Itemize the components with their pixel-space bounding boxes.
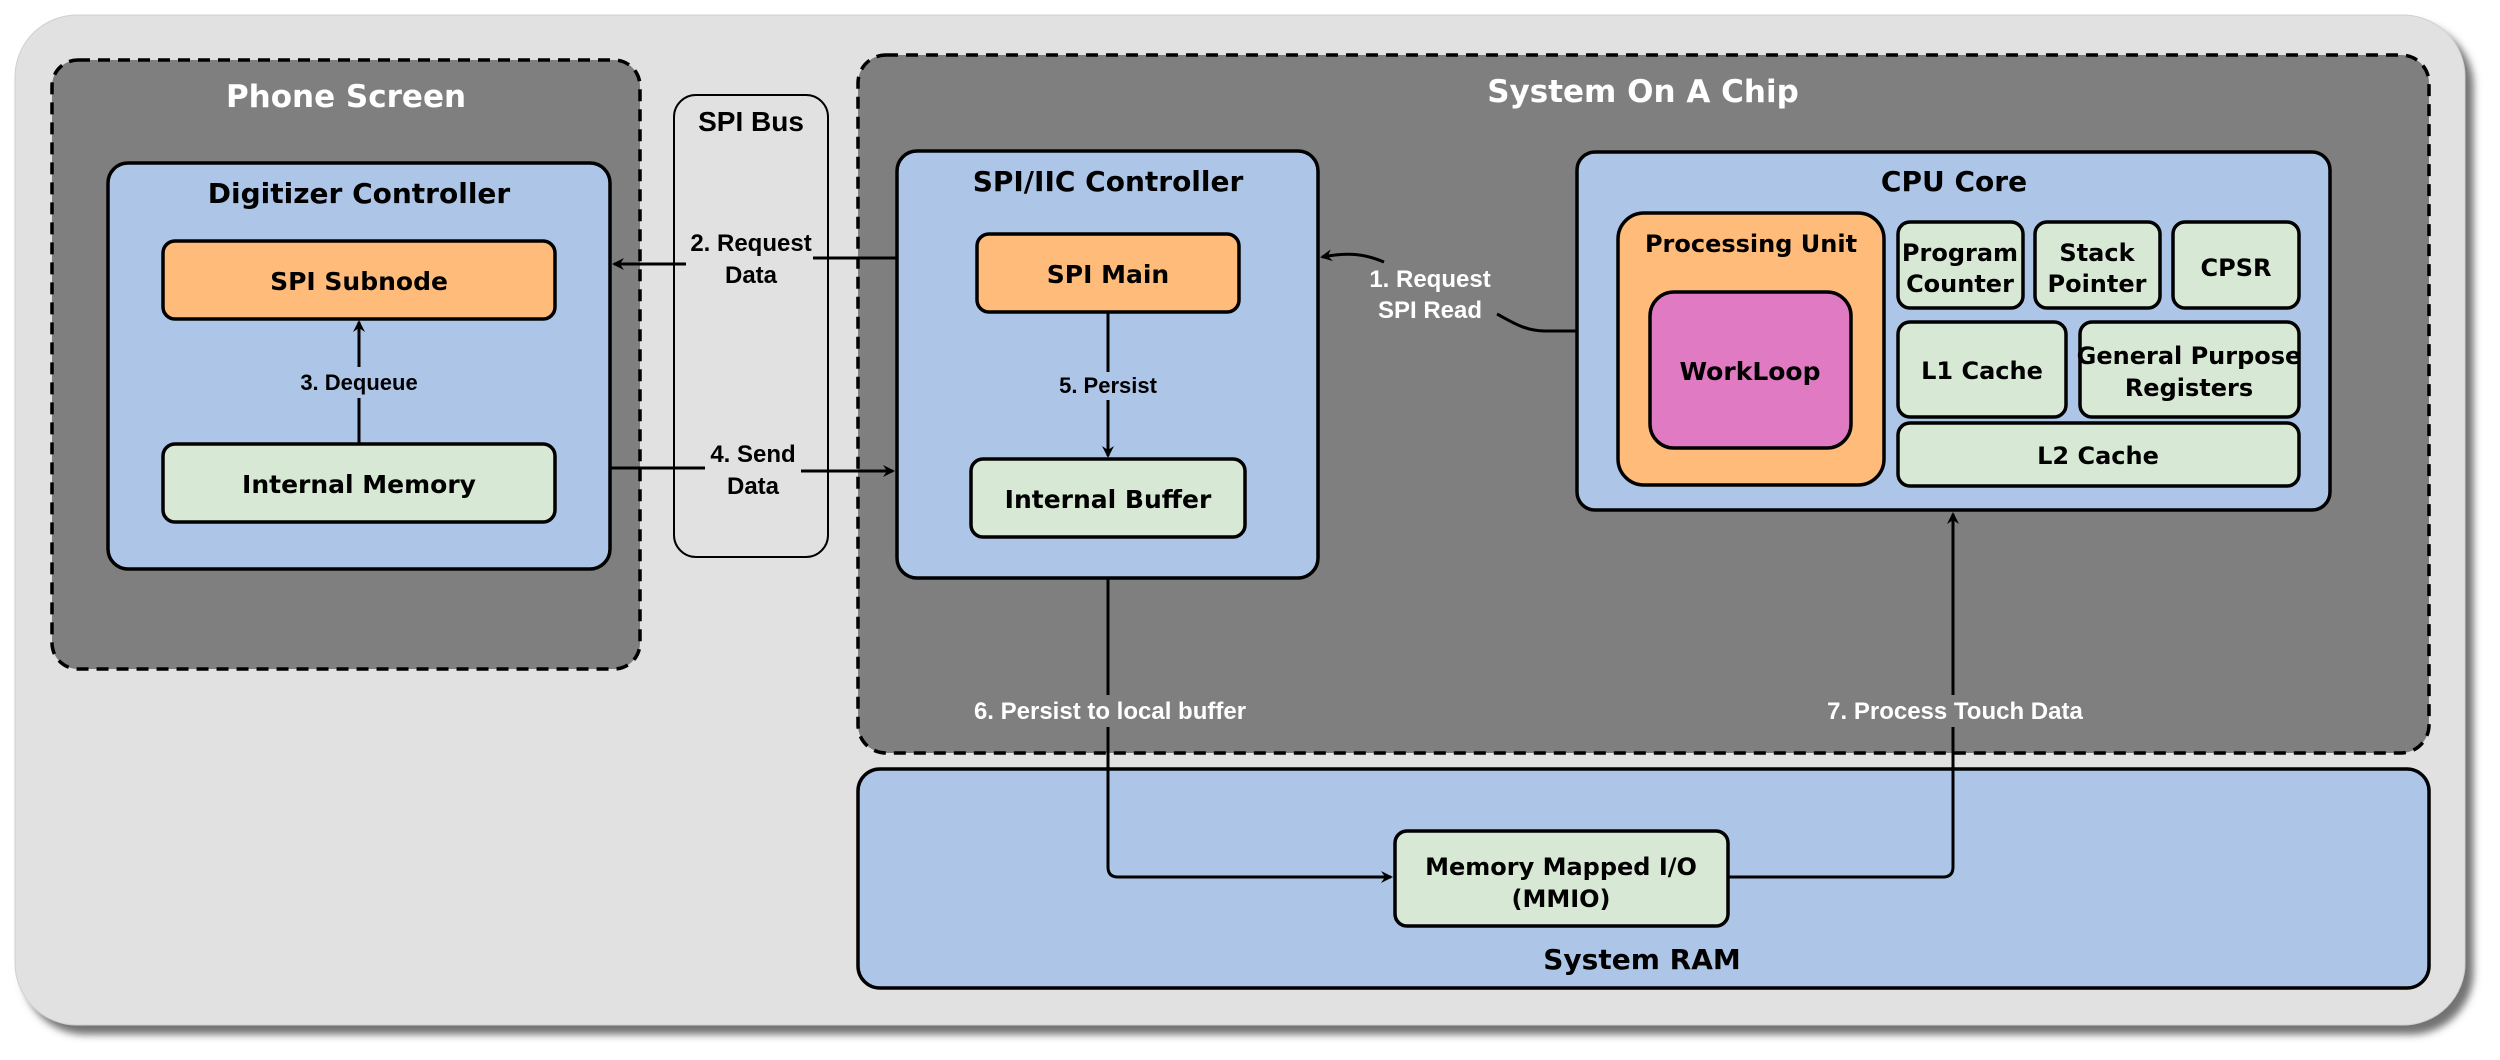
edge-label-persist-local-buffer: 6. Persist to local buffer [974,698,1246,725]
mmio-label-line1: Memory Mapped I/O [1425,853,1697,881]
stack-pointer-label-line1: Stack [2059,239,2135,267]
program-counter[interactable]: Program Counter [1896,220,2025,310]
internal-buffer-label: Internal Buffer [1005,485,1212,514]
digitizer-controller[interactable]: Digitizer Controller SPI Subnode Interna… [106,161,612,571]
edge-label-send-data-line1: 4. Send [710,441,795,468]
l1-cache[interactable]: L1 Cache [1896,320,2068,419]
spi-bus-box[interactable] [673,94,829,558]
system-ram[interactable]: System RAM Memory Mapped I/O (MMIO) [856,767,2431,990]
l2-cache-box[interactable] [1896,421,2301,488]
cpu-core[interactable]: CPU Core Processing Unit WorkLoop Progra… [1575,150,2332,512]
edge-request-spi-read-upper [1320,249,1385,264]
edge-label-request-data-line1: 2. Request [690,230,811,257]
l2-cache-label: L2 Cache [2037,442,2159,470]
spi-bus[interactable]: SPI Bus [673,94,829,558]
spi-subnode-box[interactable] [161,239,557,321]
edge-label-request-data-line2: Data [725,262,778,289]
spi-subnode[interactable]: SPI Subnode [161,239,557,321]
cpsr[interactable]: CPSR [2171,220,2301,310]
edge-persist-local-buffer-lower [1106,727,1393,883]
workloop-label: WorkLoop [1680,357,1821,386]
edge-label-process-touch-data: 7. Process Touch Data [1827,698,2083,725]
stack-pointer-box[interactable] [2033,220,2162,310]
edge-label-request-spi-read-line2: SPI Read [1378,297,1482,324]
edge-process-touch-data-lower [1728,727,1955,879]
edge-label-dequeue: 3. Dequeue [300,370,417,395]
program-counter-label-line1: Program [1902,239,2018,267]
program-counter-box[interactable] [1896,220,2025,310]
general-purpose-registers-box[interactable] [2078,320,2301,419]
mmio[interactable]: Memory Mapped I/O (MMIO) [1393,829,1730,928]
program-counter-label-line2: Counter [1906,270,2014,298]
system-ram-title: System RAM [1543,943,1740,976]
phone-screen-title: Phone Screen [226,79,466,115]
l1-cache-label: L1 Cache [1921,357,2043,385]
processing-unit[interactable]: Processing Unit WorkLoop [1616,211,1886,487]
stack-pointer-label-line2: Pointer [2048,270,2147,298]
edge-label-send-data-line2: Data [727,473,780,500]
spi-main[interactable]: SPI Main [975,232,1241,314]
spi-main-label: SPI Main [1047,260,1169,289]
workloop-box[interactable] [1648,290,1853,450]
edge-request-spi-read-lower [1496,312,1577,333]
workloop[interactable]: WorkLoop [1648,290,1853,450]
cpsr-box[interactable] [2171,220,2301,310]
internal-memory-label: Internal Memory [242,470,476,499]
stack-pointer[interactable]: Stack Pointer [2033,220,2162,310]
processing-unit-title: Processing Unit [1645,230,1857,258]
internal-memory[interactable]: Internal Memory [161,442,557,524]
cpsr-label: CPSR [2201,254,2272,282]
cpu-core-title: CPU Core [1881,165,2027,198]
spi-subnode-label: SPI Subnode [270,267,448,296]
general-purpose-registers-label-line2: Registers [2125,374,2253,402]
general-purpose-registers-label-line1: General Purpose [2077,342,2302,370]
soc-group: System On A Chip SPI/IIC Controller SPI … [856,53,2431,755]
edge-label-request-spi-read-line1: 1. Request [1369,266,1490,293]
spi-iic-controller[interactable]: SPI/IIC Controller SPI Main Internal Buf… [895,149,1320,580]
spi-iic-controller-title: SPI/IIC Controller [973,165,1244,198]
edge-label-persist: 5. Persist [1059,373,1158,398]
general-purpose-registers[interactable]: General Purpose Registers [2077,320,2302,419]
internal-buffer[interactable]: Internal Buffer [969,457,1247,539]
mmio-label-line2: (MMIO) [1511,885,1610,913]
internal-buffer-box[interactable] [969,457,1247,539]
digitizer-controller-title: Digitizer Controller [208,177,511,210]
phone-screen-group: Phone Screen Digitizer Controller SPI Su… [50,58,642,671]
soc-title: System On A Chip [1487,74,1799,110]
l1-cache-box[interactable] [1896,320,2068,419]
spi-bus-title: SPI Bus [698,106,804,137]
l2-cache[interactable]: L2 Cache [1896,421,2301,488]
